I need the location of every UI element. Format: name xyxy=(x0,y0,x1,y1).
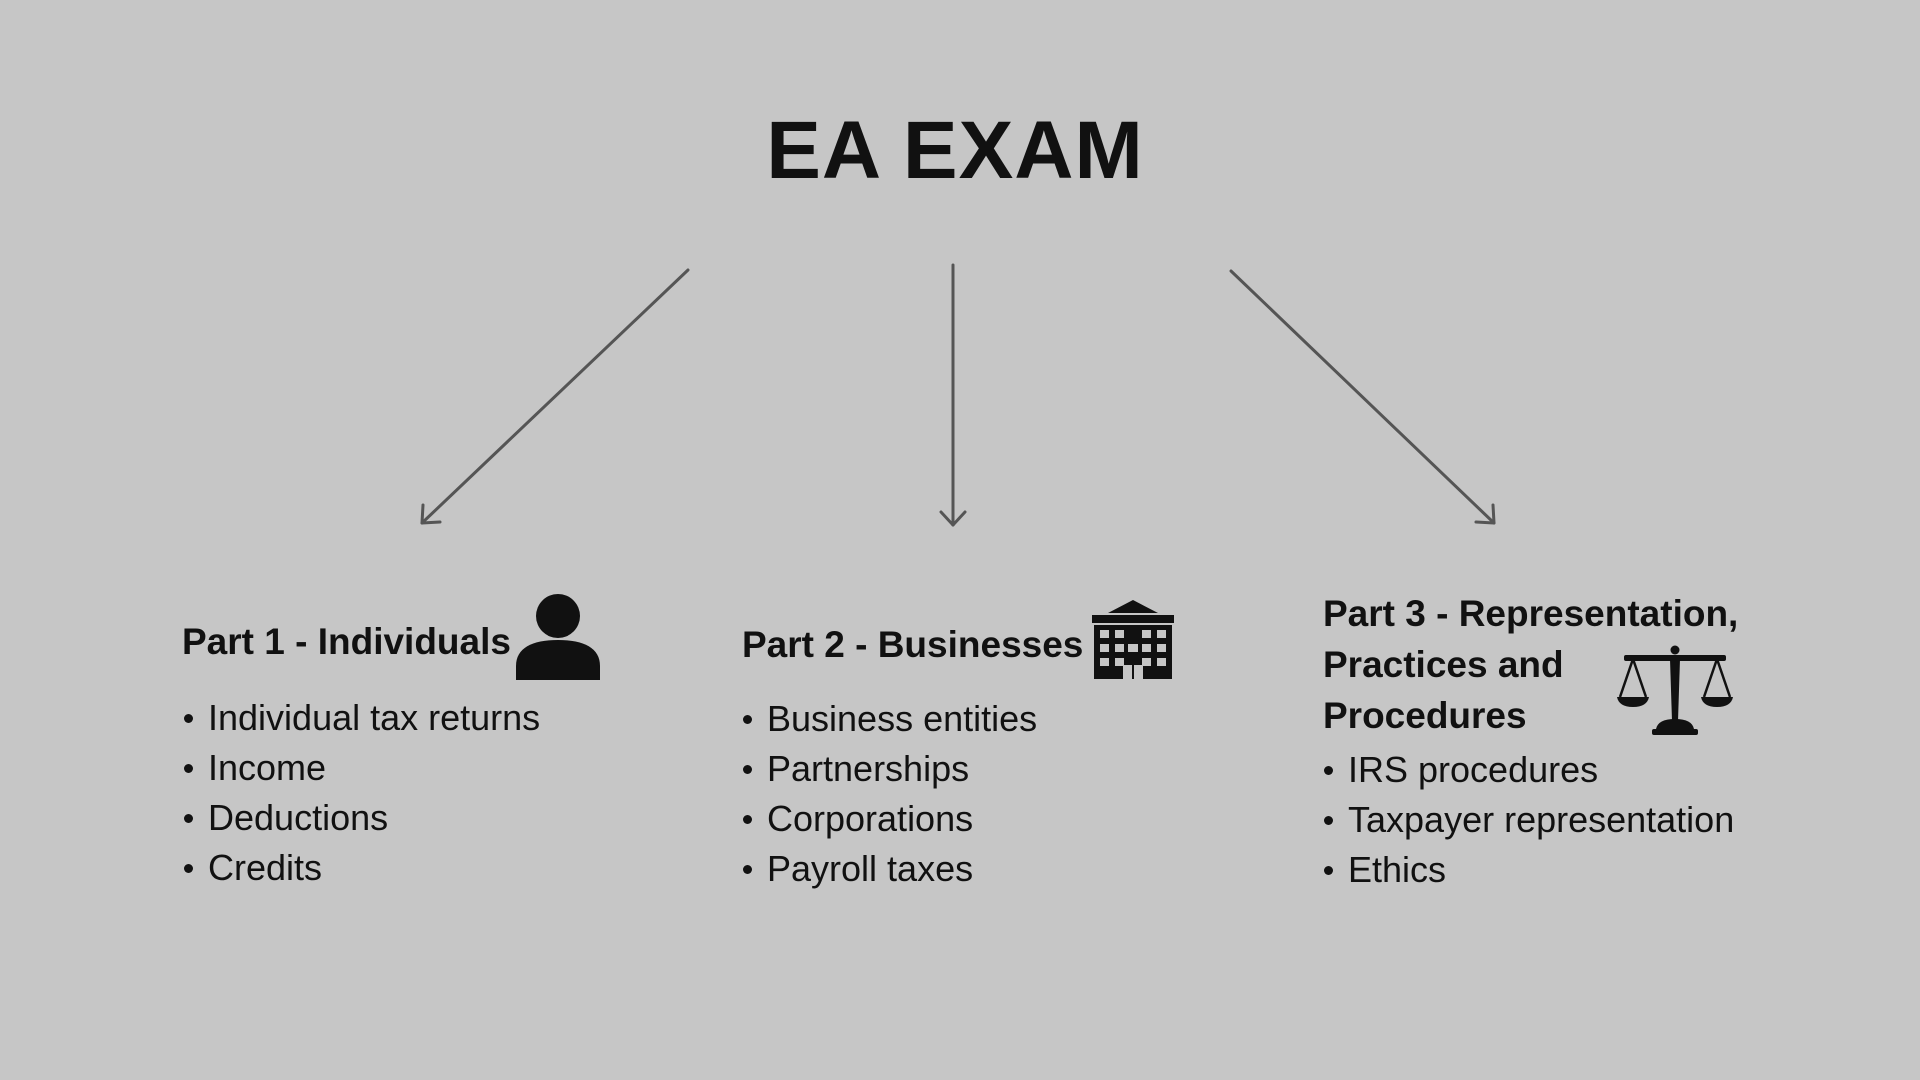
part-3-section: Part 3 - Representation, Practices and P… xyxy=(1323,588,1738,741)
list-item: Individual tax returns xyxy=(182,693,540,743)
list-item: Business entities xyxy=(741,694,1037,744)
list-item: Deductions xyxy=(182,793,540,843)
part-1-section: Part 1 - Individuals xyxy=(182,616,511,667)
list-item: Payroll taxes xyxy=(741,844,1037,894)
arrow-to-part-1 xyxy=(420,268,690,525)
part-3-title-line: Part 3 - Representation, xyxy=(1323,593,1739,634)
list-item: IRS procedures xyxy=(1322,745,1734,795)
part-1-title: Part 1 - Individuals xyxy=(182,621,511,662)
person-icon xyxy=(514,592,602,682)
list-item: Corporations xyxy=(741,794,1037,844)
diagram-title: EA EXAM xyxy=(766,105,1144,196)
list-item: Taxpayer representation xyxy=(1322,795,1734,845)
part-2-section: Part 2 - Businesses xyxy=(742,619,1083,670)
part-3-title-line: Procedures xyxy=(1323,695,1527,736)
list-item: Ethics xyxy=(1322,845,1734,895)
scales-of-justice-icon xyxy=(1616,645,1734,737)
arrow-to-part-3 xyxy=(1229,269,1496,525)
part-3-list: IRS procedures Taxpayer representation E… xyxy=(1322,745,1734,895)
part-2-list: Business entities Partnerships Corporati… xyxy=(741,694,1037,894)
arrow-to-part-2 xyxy=(939,263,967,527)
part-3-title: Part 3 - Representation, Practices and P… xyxy=(1323,588,1738,741)
list-item: Income xyxy=(182,743,540,793)
part-1-list: Individual tax returns Income Deductions… xyxy=(182,693,540,893)
building-icon xyxy=(1090,597,1176,681)
part-2-title: Part 2 - Businesses xyxy=(742,624,1084,665)
list-item: Partnerships xyxy=(741,744,1037,794)
part-3-title-line: Practices and xyxy=(1323,644,1564,685)
list-item: Credits xyxy=(182,843,540,893)
